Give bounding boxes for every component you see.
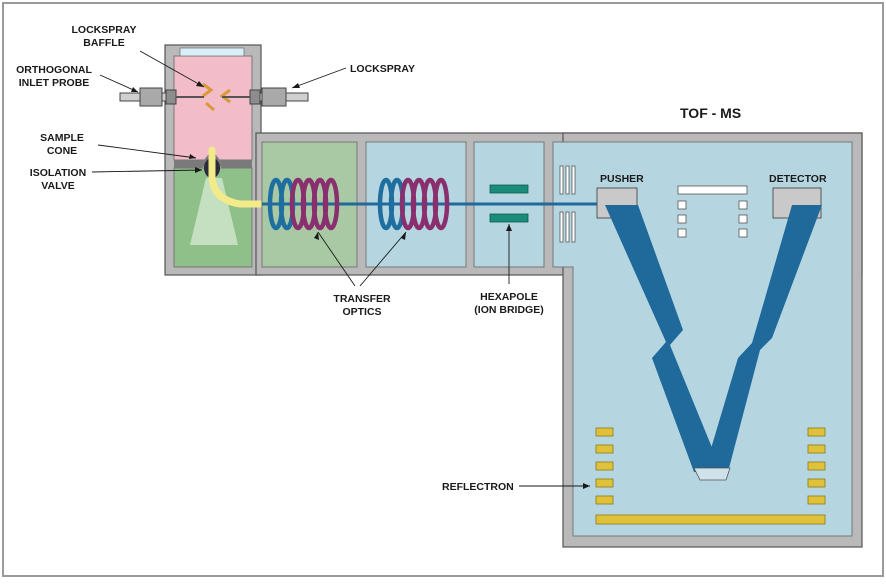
tof-entrance-slits	[559, 165, 576, 243]
label-lockspray-baffle-1: LOCKSPRAY	[72, 24, 137, 36]
label-orthogonal-inlet-probe-1: ORTHOGONAL	[16, 64, 92, 76]
orthogonal-inlet-probe	[119, 87, 204, 107]
label-orthogonal-inlet-probe-2: INLET PROBE	[19, 77, 90, 89]
label-sample-cone-1: SAMPLE	[40, 132, 84, 144]
spray-plume	[190, 178, 238, 245]
label-sample-cone-2: CONE	[47, 145, 77, 157]
lockspray-probe	[222, 87, 309, 107]
reflectron-plate	[595, 495, 614, 505]
ring-lens	[322, 177, 340, 231]
label-pusher: PUSHER	[600, 173, 644, 185]
diagram-title: TOF - MS	[680, 105, 741, 121]
reflectron-plate	[595, 461, 614, 471]
label-transfer-optics-1: TRANSFER	[333, 293, 391, 305]
reflectron-plate	[595, 444, 614, 454]
label-detector: DETECTOR	[769, 173, 827, 185]
v-flight-path	[605, 205, 822, 481]
reflectron-plate	[807, 478, 826, 488]
label-isolation-valve-2: VALVE	[41, 180, 74, 192]
reflectron-base-plate	[595, 514, 826, 525]
ring-stack-1	[267, 177, 340, 231]
source-chamber	[173, 47, 272, 268]
label-isolation-valve-1: ISOLATION	[30, 167, 86, 179]
reflectron-plate	[807, 444, 826, 454]
reflectron-plate	[807, 461, 826, 471]
reflectron-plate	[807, 495, 826, 505]
label-hexapole-1: HEXAPOLE	[480, 291, 538, 303]
reflectron	[595, 427, 826, 505]
label-lockspray-baffle-2: BAFFLE	[83, 37, 124, 49]
ring-lens	[432, 177, 450, 231]
label-hexapole-2: (ION BRIDGE)	[474, 304, 543, 316]
label-lockspray: LOCKSPRAY	[350, 63, 415, 75]
leader-arrowheads	[131, 81, 590, 489]
hexapole-rod-upper	[489, 184, 529, 194]
ring-stack-2	[377, 177, 450, 231]
source-ion-path	[208, 146, 272, 208]
lockspray-baffle	[202, 82, 214, 98]
reflectron-plate	[595, 478, 614, 488]
reflectron-plate	[807, 427, 826, 437]
hexapole-rod-lower	[489, 213, 529, 223]
label-reflectron: REFLECTRON	[442, 481, 514, 493]
flight-grid	[677, 185, 748, 238]
source-window	[179, 47, 245, 57]
reflectron-plate	[595, 427, 614, 437]
label-transfer-optics-2: OPTICS	[342, 306, 381, 318]
leader-lines	[91, 50, 590, 487]
